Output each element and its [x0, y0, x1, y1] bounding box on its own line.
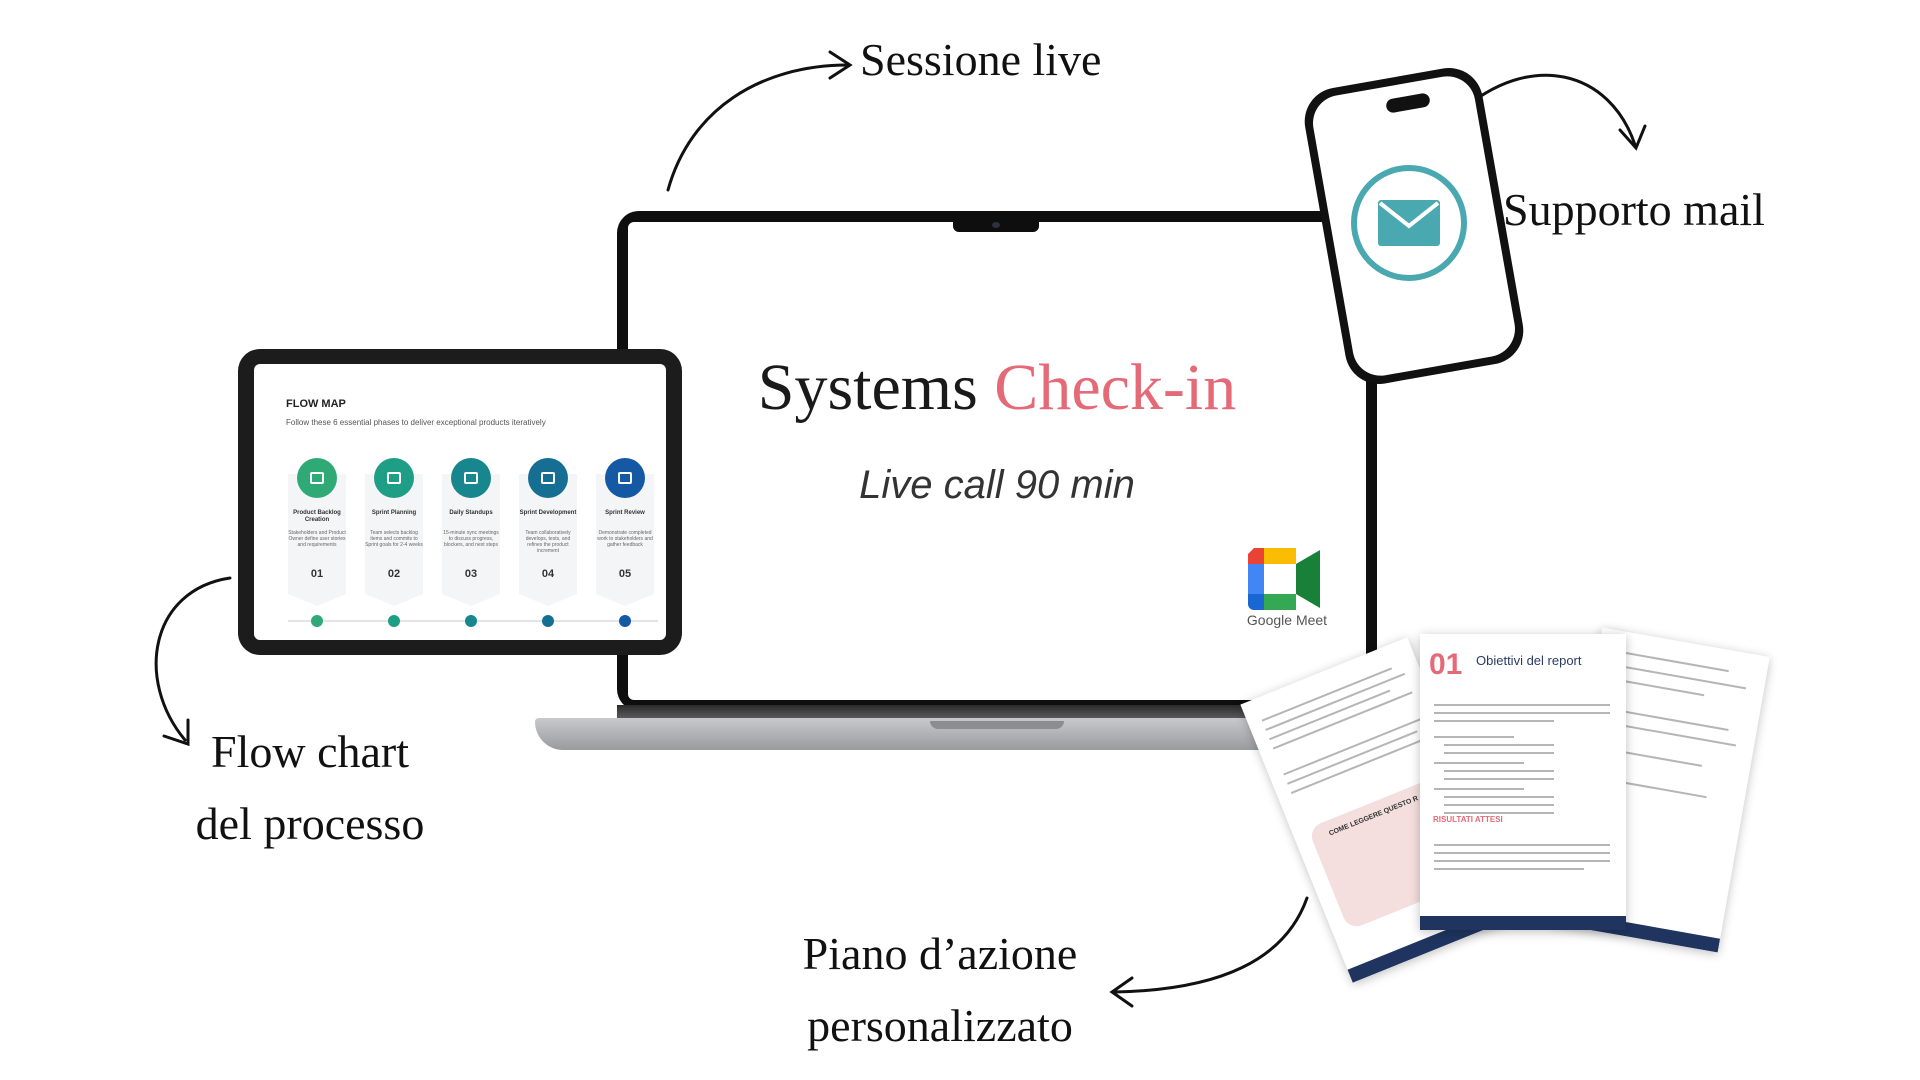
- phase-description: Demonstrate completed work to stakeholde…: [597, 530, 653, 548]
- label-flow-chart-line2: del processo: [195, 798, 425, 849]
- timeline-dot: [465, 615, 477, 627]
- thumbs-up-icon: [605, 458, 645, 498]
- doc-section-title: RISULTATI ATTESI: [1433, 815, 1503, 824]
- mail-ring: [1351, 165, 1467, 281]
- phase-description: 15-minute sync meetings to discuss progr…: [443, 530, 499, 548]
- label-piano-azione: Piano d’azione personalizzato: [780, 918, 1100, 1062]
- doc-title: Obiettivi del report: [1476, 653, 1582, 668]
- laptop-lip: [930, 721, 1064, 729]
- laptop-title-accent: Check-in: [994, 351, 1237, 424]
- phase-number: 02: [387, 568, 401, 580]
- person-icon: [451, 458, 491, 498]
- label-flow-chart: Flow chart del processo: [180, 716, 440, 860]
- flow-map-subtitle: Follow these 6 essential phases to deliv…: [286, 418, 546, 427]
- google-meet-label: Google Meet: [1246, 612, 1328, 628]
- label-piano-line1: Piano d’azione: [802, 928, 1078, 979]
- doc-main: [1420, 634, 1626, 930]
- doc-number: 01: [1429, 648, 1463, 681]
- google-meet-icon: [1248, 548, 1320, 610]
- phase-title: Sprint Review: [605, 510, 645, 516]
- label-supporto-mail: Supporto mail: [1503, 184, 1765, 235]
- phase-title: Product Backlog Creation: [293, 510, 341, 523]
- laptop-title: Systems Check-in: [628, 350, 1366, 426]
- list-icon: [297, 458, 337, 498]
- laptop-camera-icon: [992, 222, 1000, 228]
- phase-card-tip: [365, 594, 423, 606]
- phase-card-tip: [442, 594, 500, 606]
- phase-title: Sprint Development: [519, 510, 577, 516]
- phase-description: Team collaboratively develops, tests, an…: [525, 530, 571, 554]
- laptop-title-main: Systems: [757, 351, 978, 424]
- clipboard-icon: [374, 458, 414, 498]
- phase-card-tip: [519, 594, 577, 606]
- timeline-dot: [542, 615, 554, 627]
- label-piano-line2: personalizzato: [807, 1000, 1073, 1051]
- monitor-icon: [528, 458, 568, 498]
- timeline-dot: [619, 615, 631, 627]
- mail-icon: [1378, 200, 1440, 246]
- phase-title: Sprint Planning: [371, 510, 417, 516]
- laptop-display: [628, 222, 1366, 700]
- label-flow-chart-line1: Flow chart: [210, 726, 409, 777]
- phase-number: 03: [464, 568, 478, 580]
- phase-card-tip: [596, 594, 654, 606]
- laptop-subtitle: Live call 90 min: [859, 463, 1135, 507]
- phase-description: Team selects backlog items and commits t…: [365, 530, 423, 548]
- flow-map-title: FLOW MAP: [286, 398, 346, 410]
- phase-card-tip: [288, 594, 346, 606]
- phase-number: 04: [541, 568, 555, 580]
- phase-description: Stakeholders and Product Owner define us…: [288, 530, 346, 548]
- phase-number: 01: [310, 568, 324, 580]
- label-sessione-live: Sessione live: [860, 34, 1102, 85]
- phase-number: 05: [618, 568, 632, 580]
- phase-title: Daily Standups: [449, 510, 493, 516]
- timeline-dot: [388, 615, 400, 627]
- timeline-dot: [311, 615, 323, 627]
